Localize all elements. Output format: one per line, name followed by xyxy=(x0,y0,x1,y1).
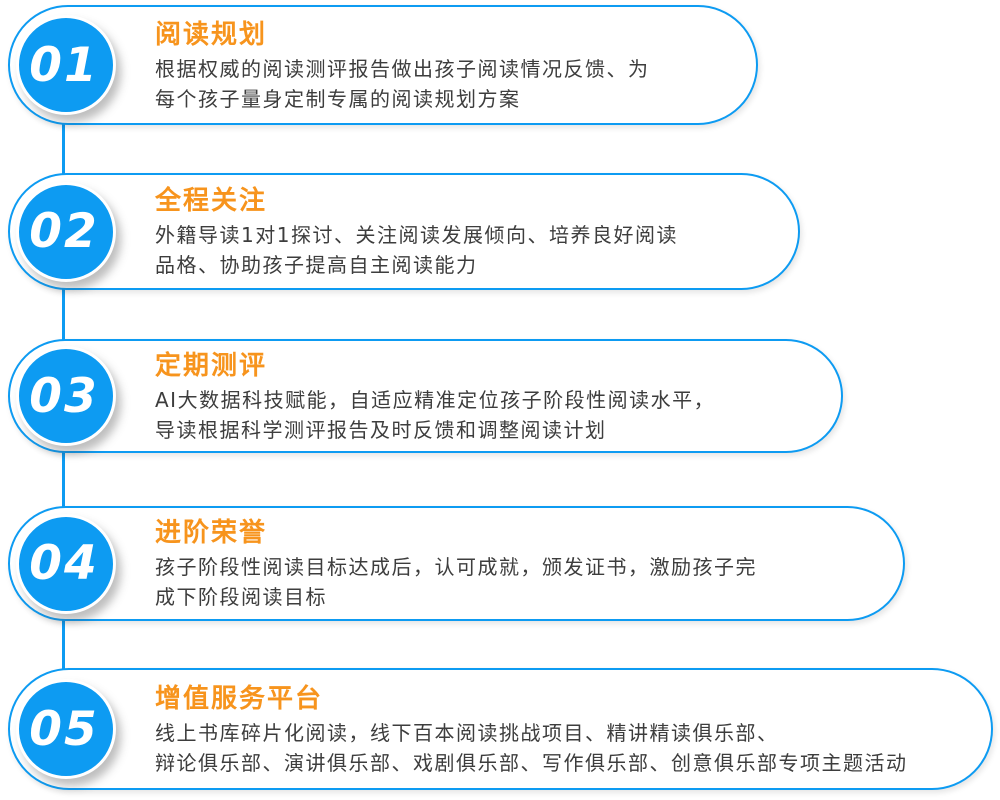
step-1-description-line1: 根据权威的阅读测评报告做出孩子阅读情况反馈、为 xyxy=(155,56,650,81)
step-2-description-line2: 品格、协助孩子提高自主阅读能力 xyxy=(155,253,478,277)
step-4-description-line1: 孩子阶段性阅读目标达成后，认可成就，颁发证书，激励孩子完 xyxy=(155,555,757,579)
step-5-title: 增值服务平台 xyxy=(155,683,324,714)
step-5-description-line1: 线上书库碎片化阅读，线下百本阅读挑战项目、精讲精读俱乐部、 xyxy=(155,720,779,745)
step-3-number: 03 xyxy=(29,368,99,424)
step-3-title: 定期测评 xyxy=(155,350,268,381)
step-4-number: 04 xyxy=(29,536,99,591)
step-2-description-line1: 外籍导读1对1探讨、关注阅读发展倾向、培养良好阅读 xyxy=(155,223,678,247)
step-5-number: 05 xyxy=(29,701,99,757)
step-3-description-line2: 导读根据科学测评报告及时反馈和调整阅读计划 xyxy=(155,417,607,442)
step-2-title: 全程关注 xyxy=(155,186,268,216)
step-4-number-badge: 04 xyxy=(16,513,116,614)
step-3-description-line1: AI大数据科技赋能，自适应精准定位孩子阶段性阅读水平， xyxy=(155,387,716,412)
step-1-title: 阅读规划 xyxy=(155,19,268,50)
step-3-number-badge: 03 xyxy=(16,346,116,446)
step-1-description-line2: 每个孩子量身定制专属的阅读规划方案 xyxy=(155,86,521,111)
step-card-1: 01 阅读规划 根据权威的阅读测评报告做出孩子阅读情况反馈、为 每个孩子量身定制… xyxy=(8,5,758,125)
step-5-number-badge: 05 xyxy=(16,679,116,779)
step-1-number: 01 xyxy=(29,37,99,93)
step-2-number-badge: 02 xyxy=(16,181,116,282)
step-card-2: 02 全程关注 外籍导读1对1探讨、关注阅读发展倾向、培养良好阅读 品格、协助孩… xyxy=(8,173,800,290)
step-4-description-line2: 成下阶段阅读目标 xyxy=(155,585,327,609)
step-5-description-line2: 辩论俱乐部、演讲俱乐部、戏剧俱乐部、写作俱乐部、创意俱乐部专项主题活动 xyxy=(155,750,908,775)
step-card-5: 05 增值服务平台 线上书库碎片化阅读，线下百本阅读挑战项目、精讲精读俱乐部、 … xyxy=(8,668,993,790)
step-2-number: 02 xyxy=(29,204,99,259)
step-1-number-badge: 01 xyxy=(16,15,116,115)
step-card-4: 04 进阶荣誉 孩子阶段性阅读目标达成后，认可成就，颁发证书，激励孩子完 成下阶… xyxy=(8,506,905,621)
step-card-3: 03 定期测评 AI大数据科技赋能，自适应精准定位孩子阶段性阅读水平， 导读根据… xyxy=(8,339,843,453)
step-4-title: 进阶荣誉 xyxy=(155,518,268,548)
